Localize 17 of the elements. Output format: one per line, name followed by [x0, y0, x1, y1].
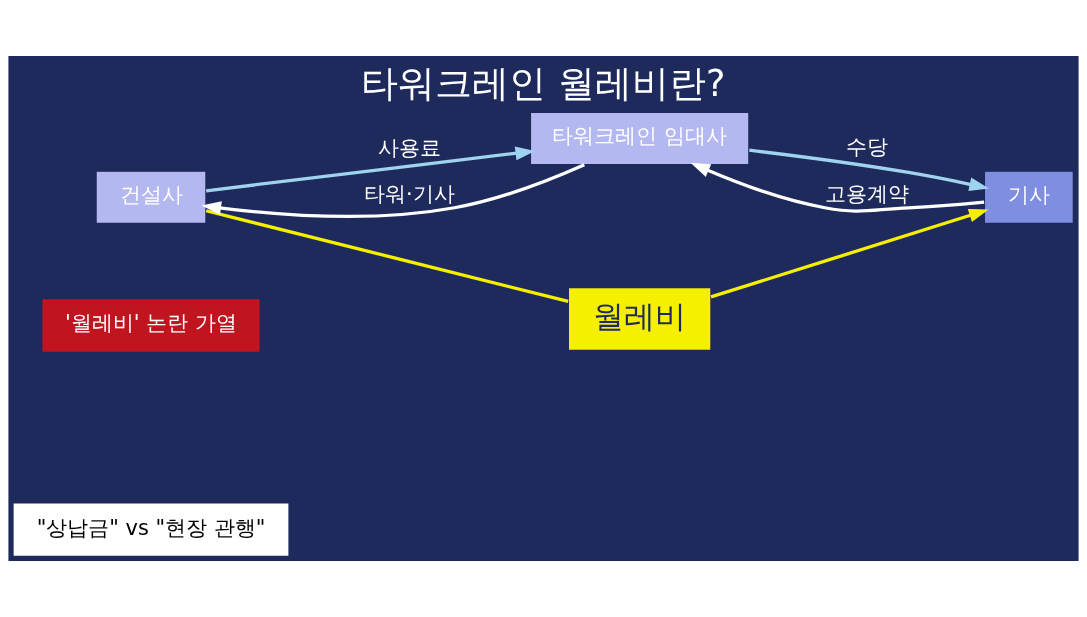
node-box: 타워크레인 임대사: [529, 111, 750, 166]
arrow: [206, 146, 536, 193]
edge-label: 고용계약: [824, 181, 909, 206]
arrow: [690, 162, 985, 213]
arrow: [201, 163, 585, 218]
arrow: [710, 208, 989, 299]
edge-label: 사용료: [377, 136, 441, 161]
label: '월레비' 논란 가열: [65, 311, 237, 336]
node-box: 건설사: [95, 170, 207, 225]
edge-label: 수당: [845, 134, 888, 159]
edge-label: 타워·기사: [364, 181, 455, 206]
label: "상납금" vs "현장 관행": [36, 515, 266, 540]
node-box: 기사: [983, 170, 1074, 225]
node-box: 월레비: [567, 286, 712, 352]
diagram-title: 타워크레인 월레비란?: [361, 61, 726, 105]
arrow: [749, 148, 989, 191]
connector: [205, 209, 569, 303]
